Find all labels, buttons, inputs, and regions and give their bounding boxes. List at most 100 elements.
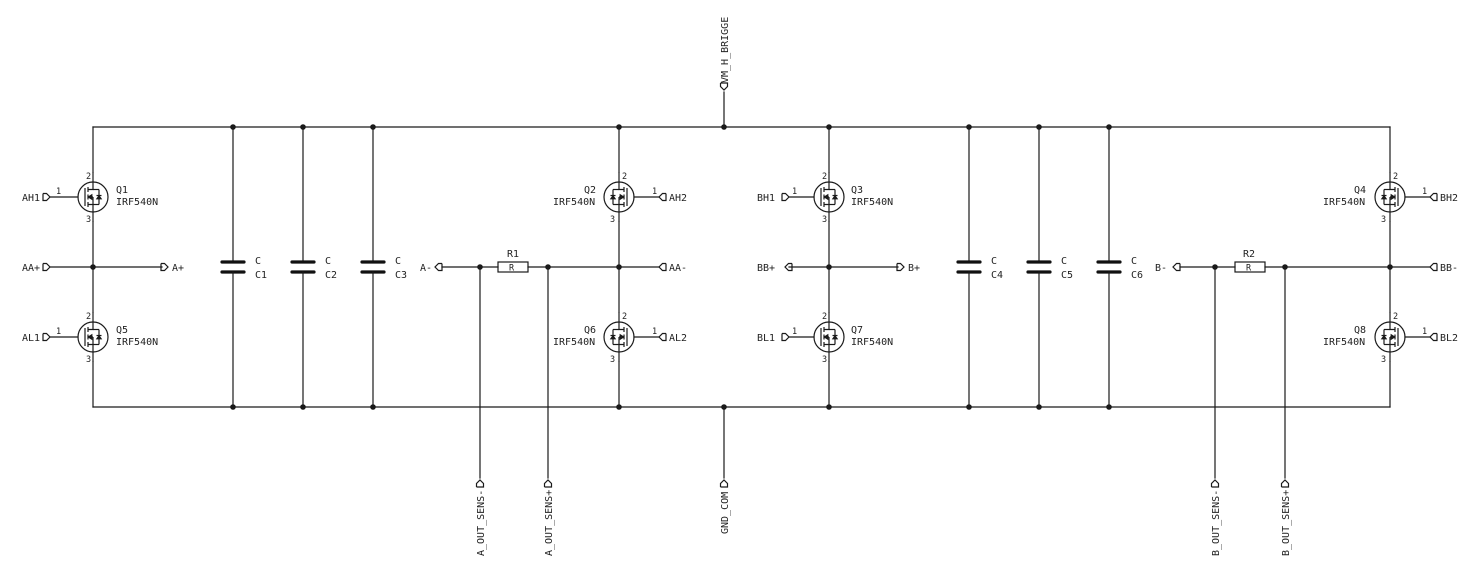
svg-text:1: 1 bbox=[652, 187, 657, 197]
svg-text:3: 3 bbox=[822, 215, 827, 225]
capacitor-c3: C C3 bbox=[360, 126, 407, 408]
mosfet-q8: 1 2 3 BL2 Q8 IRF540N bbox=[1323, 311, 1458, 365]
svg-text:C1: C1 bbox=[255, 270, 267, 281]
net-label-a-out-sens-minus: A_OUT_SENS- bbox=[476, 490, 487, 556]
svg-text:1: 1 bbox=[792, 327, 797, 337]
svg-text:R: R bbox=[1246, 264, 1252, 274]
mosfet-q7: 1 2 3 BL1 Q7 IRF540N bbox=[757, 311, 893, 365]
net-label-b-plus: B+ bbox=[908, 263, 920, 274]
svg-text:3: 3 bbox=[610, 355, 615, 365]
svg-text:3: 3 bbox=[86, 215, 91, 225]
svg-text:C6: C6 bbox=[1131, 270, 1143, 281]
capacitor-c2: C C2 bbox=[290, 126, 337, 408]
net-label-b-minus: B- bbox=[1155, 263, 1167, 274]
value-q7: IRF540N bbox=[851, 337, 893, 348]
mosfet-q6: 1 2 3 AL2 Q6 IRF540N bbox=[553, 311, 687, 365]
svg-text:2: 2 bbox=[1393, 312, 1398, 322]
gate-label-bl1: BL1 bbox=[757, 333, 775, 344]
net-label-gnd-com: GND_COM bbox=[720, 492, 731, 534]
svg-text:C: C bbox=[991, 256, 997, 267]
gate-label-bl2: BL2 bbox=[1440, 333, 1458, 344]
leg-a-left: 1 2 3 AH1 Q1 IRF540N 1 2 3 AL1 Q5 IRF540… bbox=[22, 126, 184, 408]
junction-dots bbox=[90, 124, 1393, 410]
net-label-a-out-sens-plus: A_OUT_SENS+ bbox=[544, 490, 555, 556]
capacitor-c5: C C5 bbox=[1026, 126, 1073, 408]
svg-text:1: 1 bbox=[792, 187, 797, 197]
svg-text:C: C bbox=[325, 256, 331, 267]
svg-text:C2: C2 bbox=[325, 270, 337, 281]
gate-label-ah1: AH1 bbox=[22, 193, 40, 204]
ref-q2: Q2 bbox=[584, 185, 596, 196]
net-label-bb-plus: BB+ bbox=[757, 263, 775, 274]
value-q1: IRF540N bbox=[116, 197, 158, 208]
capacitor-c6: C C6 bbox=[1096, 126, 1143, 408]
capacitor-c4: C C4 bbox=[956, 126, 1003, 408]
gate-label-al1: AL1 bbox=[22, 333, 40, 344]
svg-text:C: C bbox=[1131, 256, 1137, 267]
svg-text:2: 2 bbox=[86, 172, 91, 182]
svg-text:C: C bbox=[255, 256, 261, 267]
svg-text:3: 3 bbox=[1381, 355, 1386, 365]
capacitor-c1: C C1 bbox=[220, 126, 267, 408]
svg-text:R1: R1 bbox=[507, 249, 519, 260]
ref-q3: Q3 bbox=[851, 185, 863, 196]
value-q3: IRF540N bbox=[851, 197, 893, 208]
svg-text:C: C bbox=[1061, 256, 1067, 267]
svg-text:3: 3 bbox=[1381, 215, 1386, 225]
net-label-vm-h-brigge: VM_H_BRIGGE bbox=[720, 17, 731, 83]
mosfet-q1: 1 2 3 AH1 Q1 IRF540N bbox=[22, 171, 158, 225]
mosfet-q3: 1 2 3 BH1 Q3 IRF540N bbox=[757, 171, 893, 225]
mosfet-q5: 1 2 3 AL1 Q5 IRF540N bbox=[22, 311, 158, 365]
value-q4: IRF540N bbox=[1323, 197, 1365, 208]
ref-q4: Q4 bbox=[1354, 185, 1366, 196]
capacitor-bank-left: C C1 C C2 C C3 bbox=[220, 126, 407, 408]
value-q8: IRF540N bbox=[1323, 337, 1365, 348]
svg-text:2: 2 bbox=[622, 312, 627, 322]
svg-text:3: 3 bbox=[610, 215, 615, 225]
svg-text:2: 2 bbox=[1393, 172, 1398, 182]
svg-text:C4: C4 bbox=[991, 270, 1003, 281]
ref-q1: Q1 bbox=[116, 185, 128, 196]
net-label-b-out-sens-plus: B_OUT_SENS+ bbox=[1281, 490, 1292, 556]
svg-text:3: 3 bbox=[86, 355, 91, 365]
ref-q8: Q8 bbox=[1354, 325, 1366, 336]
svg-text:1: 1 bbox=[652, 327, 657, 337]
value-q2: IRF540N bbox=[553, 197, 595, 208]
leg-b-right: BB- 1 2 3 BH2 Q4 IRF540N 1 2 3 BL2 Q8 IR… bbox=[1323, 126, 1458, 408]
svg-text:C: C bbox=[395, 256, 401, 267]
shunt-resistor-r1: A- R R1 A_OUT_SENS- A_OUT_SENS+ bbox=[420, 249, 620, 556]
gate-label-ah2: AH2 bbox=[669, 193, 687, 204]
gate-label-bh1: BH1 bbox=[757, 193, 775, 204]
leg-b-left: BB+ B+ 1 2 3 BH1 Q3 IRF540N 1 2 3 BL1 Q7… bbox=[757, 126, 920, 408]
capacitor-bank-right: C C4 C C5 C C6 bbox=[956, 126, 1143, 408]
net-label-bb-minus: BB- bbox=[1440, 263, 1458, 274]
mosfet-q2: 1 2 3 AH2 Q2 IRF540N bbox=[553, 171, 687, 225]
net-label-a-minus: A- bbox=[420, 263, 432, 274]
svg-text:2: 2 bbox=[822, 172, 827, 182]
svg-text:1: 1 bbox=[56, 187, 61, 197]
ref-q5: Q5 bbox=[116, 325, 128, 336]
svg-text:C3: C3 bbox=[395, 270, 407, 281]
shunt-resistor-r2: B- R R2 B_OUT_SENS- B_OUT_SENS+ bbox=[1155, 249, 1431, 556]
svg-text:1: 1 bbox=[1422, 187, 1427, 197]
net-label-aa-plus: AA+ bbox=[22, 263, 40, 274]
svg-text:R2: R2 bbox=[1243, 249, 1255, 260]
bottom-ground-rail: GND_COM bbox=[92, 406, 1391, 534]
ref-q6: Q6 bbox=[584, 325, 596, 336]
gate-label-bh2: BH2 bbox=[1440, 193, 1458, 204]
svg-text:R: R bbox=[509, 264, 515, 274]
svg-text:2: 2 bbox=[622, 172, 627, 182]
svg-text:2: 2 bbox=[86, 312, 91, 322]
svg-text:1: 1 bbox=[56, 327, 61, 337]
value-q6: IRF540N bbox=[553, 337, 595, 348]
svg-text:1: 1 bbox=[1422, 327, 1427, 337]
svg-text:2: 2 bbox=[822, 312, 827, 322]
gate-label-al2: AL2 bbox=[669, 333, 687, 344]
net-label-a-plus: A+ bbox=[172, 263, 184, 274]
net-label-aa-minus: AA- bbox=[669, 263, 687, 274]
top-power-rail: VM_H_BRIGGE bbox=[92, 17, 1391, 128]
mosfet-q4: 1 2 3 BH2 Q4 IRF540N bbox=[1323, 171, 1458, 225]
svg-text:3: 3 bbox=[822, 355, 827, 365]
net-label-b-out-sens-minus: B_OUT_SENS- bbox=[1211, 490, 1222, 556]
